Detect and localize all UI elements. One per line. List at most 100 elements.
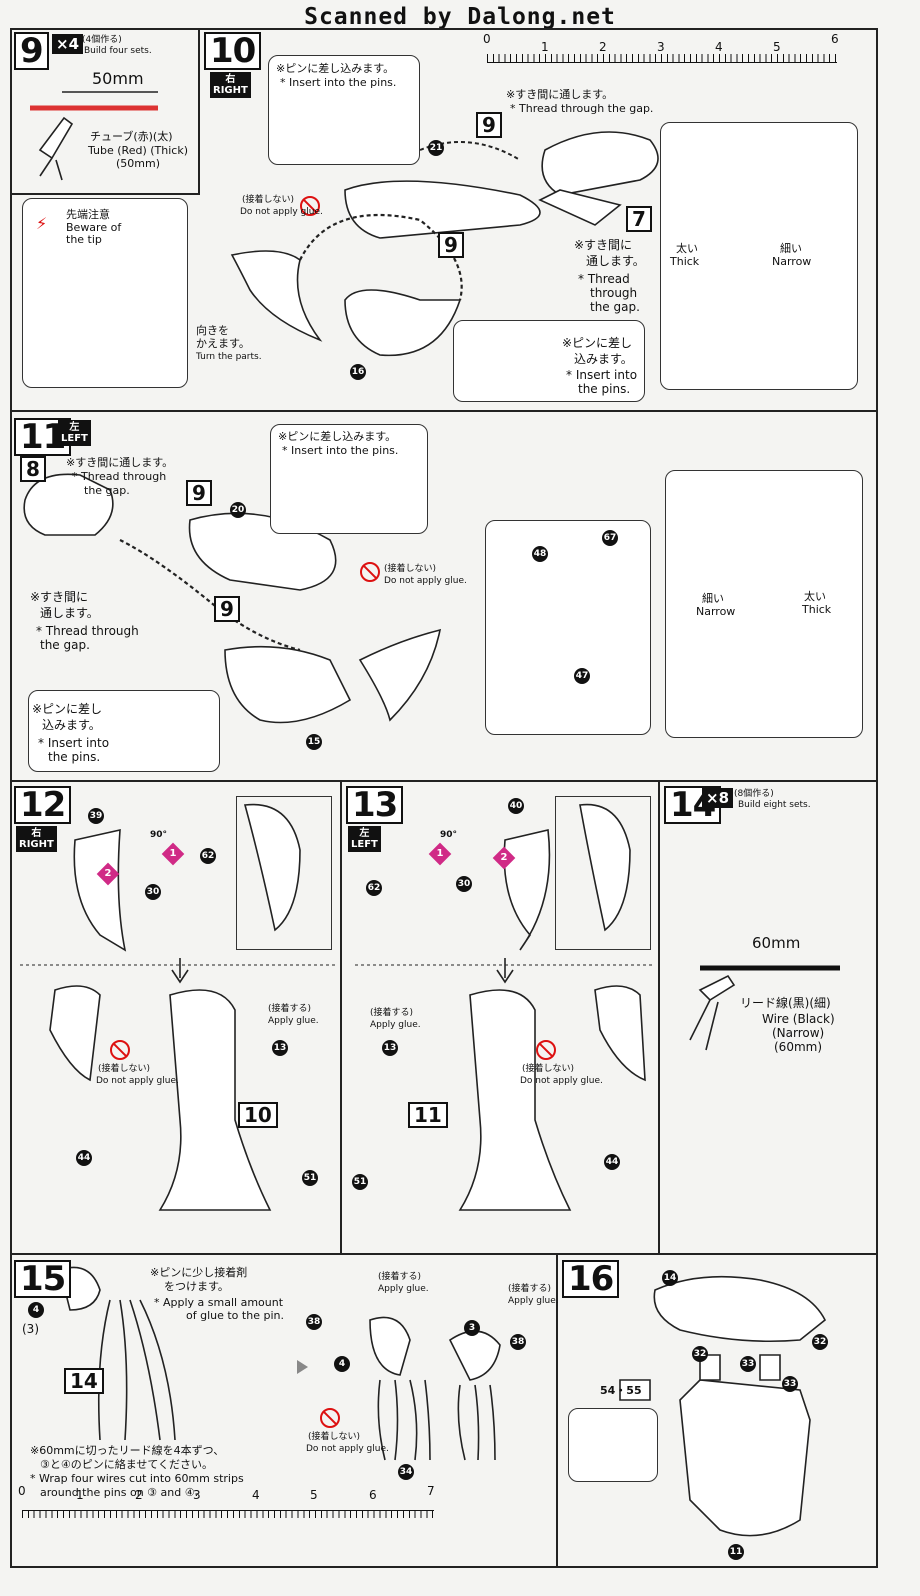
step-10-turn-jp1: 向きを	[196, 324, 229, 337]
part-number-badge: 51	[302, 1170, 318, 1186]
col-separator-15-16	[556, 1253, 558, 1568]
step-15-wrap-en1: * Wrap four wires cut into 60mm strips	[30, 1472, 244, 1485]
step-11-pins2-jp1: ※ピンに差し	[32, 702, 103, 716]
ruler-label: 5	[310, 1488, 318, 1502]
step-10-pins2-jp1: ※ピンに差し	[562, 336, 633, 350]
step-14-multiplier: ×8	[702, 788, 734, 808]
step-12-glue-en: Apply glue.	[268, 1016, 319, 1026]
step-10-tip-jp: 先端注意	[66, 208, 110, 221]
ruler-label: 6	[831, 32, 839, 46]
part-number-badge: 67	[602, 530, 618, 546]
step-9-tube-en1: Tube (Red) (Thick)	[88, 144, 188, 157]
step-10-narrow-jp: 細い	[780, 242, 802, 255]
step-10-thick-jp: 太い	[676, 242, 698, 255]
step-10-turn-jp2: かえます。	[196, 337, 250, 350]
ruler-label: 3	[193, 1488, 201, 1502]
step-11-ref-box-9b: 9	[214, 596, 240, 622]
step-15-glue-note-en2: of glue to the pin.	[186, 1309, 284, 1322]
step-14-wire-jp: リード線(黒)(細)	[740, 996, 831, 1010]
step-10-tip-callout	[22, 198, 188, 388]
part-number-badge: 16	[350, 364, 366, 380]
part-number-badge: 20	[230, 502, 246, 518]
step-16-detail-callout	[568, 1408, 658, 1482]
step-11-narrow-en: Narrow	[696, 605, 736, 618]
part-number-badge: 14	[662, 1270, 678, 1286]
order-mark-2: 2	[492, 846, 516, 870]
ruler-label: 0	[483, 32, 491, 46]
step-14-wire-en3: (60mm)	[774, 1040, 823, 1054]
step-9-note-jp: (4個作る)	[82, 35, 122, 45]
step-13-glue-jp: (接着する)	[370, 1008, 414, 1018]
step-10-gap-en: * Thread through the gap.	[510, 102, 654, 115]
order-mark-2: 2	[96, 862, 120, 886]
ruler-label: 2	[599, 40, 607, 54]
no-glue-icon	[536, 1040, 556, 1060]
no-glue-icon	[320, 1408, 340, 1428]
step-10-side-jp: 右	[225, 74, 236, 85]
step-11-narrow-jp: 細い	[702, 592, 724, 605]
step-10-ref-box-9b: 9	[438, 232, 464, 258]
part-number-badge: 11	[728, 1544, 744, 1560]
step-15-glue-jp-left: (接着する)	[378, 1272, 422, 1282]
step-16-part-54-55: 54・55	[600, 1384, 642, 1397]
part-number-badge: 44	[604, 1154, 620, 1170]
ruler-label: 0	[18, 1484, 26, 1498]
no-glue-icon	[110, 1040, 130, 1060]
part-number-badge: 32	[692, 1346, 708, 1362]
step-15-wrap-jp2: ③と④のピンに絡ませてください。	[40, 1458, 214, 1471]
step-15-glue-note-jp1: ※ピンに少し接着剤	[150, 1266, 248, 1279]
step-15-wrap-en2: around the pins on ③ and ④.	[40, 1486, 199, 1499]
part-number-badge: 38	[510, 1334, 526, 1350]
step-13-detail-box	[555, 796, 651, 950]
part-number-badge: 47	[574, 668, 590, 684]
step-12-side-en: RIGHT	[19, 839, 54, 850]
step-10-pins2-jp2: 込みます。	[574, 352, 633, 366]
ruler-label: 3	[657, 40, 665, 54]
part-number-badge: 4	[334, 1356, 350, 1372]
step-10-number: 10	[204, 32, 262, 70]
step-11-pins2-jp2: 込みます。	[42, 718, 101, 732]
step-10-pins2-en1: * Insert into	[566, 368, 638, 382]
step-10-gap2-en2: through	[590, 286, 638, 300]
step-15-part-b: (3)	[22, 1322, 39, 1336]
part-number-badge: 62	[366, 880, 382, 896]
step-16-number: 16	[562, 1260, 620, 1298]
order-mark-1: 1	[161, 842, 185, 866]
step-11-thick-en: Thick	[802, 603, 832, 616]
col-separator-9-10	[198, 28, 200, 193]
step-11-thick-jp: 太い	[804, 590, 826, 603]
step-10-ref-box-7: 7	[626, 206, 652, 232]
step-13-glue-en: Apply glue.	[370, 1020, 421, 1030]
step-9-tube-jp: チューブ(赤)(太)	[90, 130, 173, 143]
ruler-label: 1	[541, 40, 549, 54]
step-15-glue-jp-right: (接着する)	[508, 1284, 552, 1294]
step-13-side-en: LEFT	[351, 839, 378, 850]
ruler-label: 4	[715, 40, 723, 54]
step-10-gap-jp: ※すき間に通します。	[506, 88, 614, 101]
step-11-ref-box-8: 8	[20, 456, 46, 482]
step-10-pins-en: * Insert into the pins.	[280, 76, 397, 89]
part-number-badge: 48	[532, 546, 548, 562]
step-14-wire-en1: Wire (Black)	[762, 1012, 835, 1026]
step-13-ref-box-11: 11	[408, 1102, 448, 1128]
step-12-side-badge: 右 RIGHT	[16, 826, 57, 852]
step-12-nonglue-jp: (接着しない)	[98, 1064, 151, 1074]
step-10-nonglue-en: Do not apply glue.	[240, 207, 323, 217]
step-11-pins2-en2: the pins.	[48, 750, 101, 764]
step-11-gap2-en2: the gap.	[40, 638, 90, 652]
step-15-glue-en-left: Apply glue.	[378, 1284, 429, 1294]
part-number-badge: 40	[508, 798, 524, 814]
part-number-badge: 21	[428, 140, 444, 156]
step-10-pins-callout	[268, 55, 420, 165]
step-15-wrap-jp1: ※60mmに切ったリード線を4本ずつ、	[30, 1444, 225, 1457]
step-10-gap2-jp1: ※すき間に	[574, 238, 633, 252]
step-10-tip-en2: the tip	[66, 233, 102, 246]
step-15-nonglue-jp: (接着しない)	[308, 1432, 361, 1442]
no-glue-icon	[300, 196, 320, 216]
step-10-gap2-en1: * Thread	[578, 272, 630, 286]
step-11-gap2-en1: * Thread through	[36, 624, 139, 638]
step-11-pins-jp: ※ピンに差し込みます。	[278, 430, 397, 443]
step-11-gap-en2: the gap.	[84, 484, 130, 497]
step-14-length: 60mm	[752, 934, 801, 952]
part-number-badge: 34	[398, 1464, 414, 1480]
